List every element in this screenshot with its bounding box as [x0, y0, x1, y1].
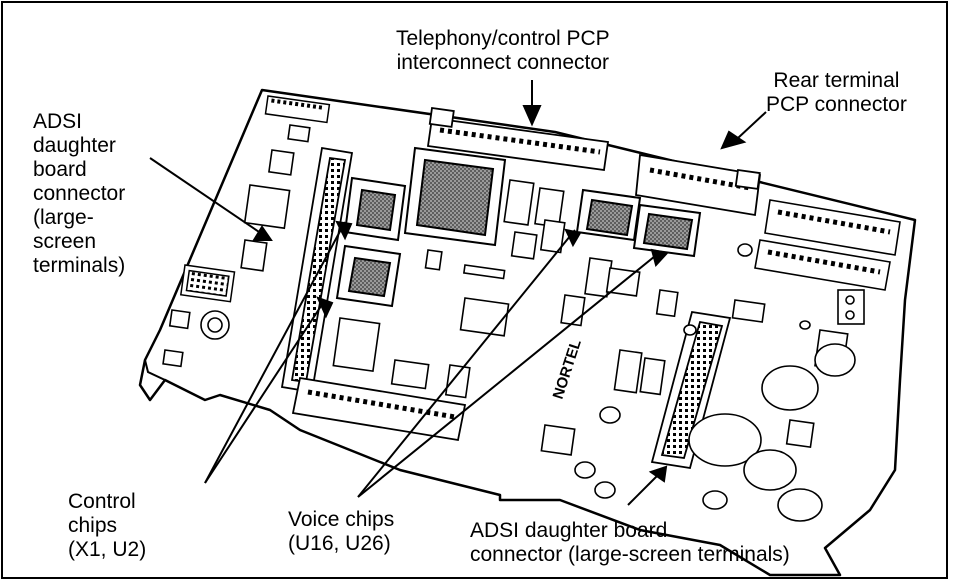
top-left-header [264, 95, 331, 124]
label-adsi-connector-left: ADSI daughter board connector (large- sc… [33, 110, 126, 277]
middle-dip-chips [332, 179, 849, 456]
right-side-headers [754, 199, 901, 325]
rear-terminal-connector [635, 153, 762, 217]
label-rear-terminal-connector: Rear terminal PCP connector [766, 69, 907, 116]
label-control-chips: Control chips (X1, U2) [68, 490, 147, 561]
label-adsi-connector-bottom: ADSI daughter board connector (large-scr… [470, 519, 790, 566]
bottom-connector [291, 376, 467, 442]
label-voice-chips: Voice chips (U16, U26) [288, 508, 395, 555]
left-pin-headers [179, 264, 236, 303]
processor-chip [403, 146, 507, 247]
control-chip-u2 [335, 244, 402, 308]
leader-lines [149, 80, 767, 506]
voice-chip-u16 [575, 188, 642, 242]
left-components [162, 124, 311, 368]
telephony-connector [426, 106, 610, 172]
control-chip-x1 [343, 176, 407, 242]
voice-chip-u26 [632, 203, 702, 258]
adsi-connector-bottom-part [650, 310, 732, 470]
capacitors [574, 243, 856, 522]
label-telephony-connector: Telephony/control PCP interconnect conne… [396, 27, 610, 74]
